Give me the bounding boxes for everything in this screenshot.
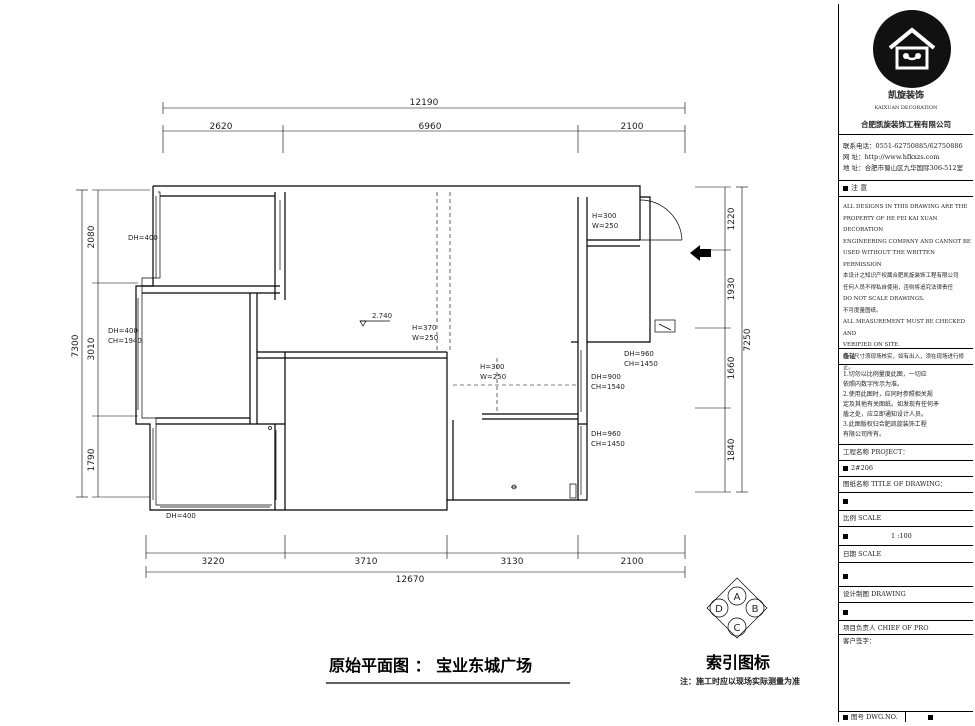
index-legend-title: 索引图标 xyxy=(706,653,770,672)
note-line: ALL DESIGNS IN THIS DRAWING ARE THE xyxy=(843,204,968,210)
scale-value-row: 1 :100 xyxy=(839,532,973,541)
index-legend-note: 注：施工时应以现场实际测量为准 xyxy=(680,676,800,686)
label-w250-b: W=250 xyxy=(592,222,618,230)
label-w250-c: W=250 xyxy=(480,373,506,381)
label-h300-b: H=300 xyxy=(480,363,505,371)
right-dimensions: 7250 1220 1930 1660 1840 xyxy=(695,186,753,493)
design-value xyxy=(839,608,973,617)
plan-title: 原始平面图 ： 宝业东城广场 xyxy=(329,656,532,675)
date-label: 日期 SCALE xyxy=(843,550,882,558)
dim-right-2: 1930 xyxy=(727,277,737,300)
notes-heading: 注 意 xyxy=(851,184,868,192)
label-dh960-b: DH=960 xyxy=(591,430,621,438)
top-dimensions: 12190 2620 6960 2100 xyxy=(162,98,686,153)
notes-block: ALL DESIGNS IN THIS DRAWING ARE THE PROP… xyxy=(839,202,973,375)
company-website: 网 址：http://www.hfkxzs.com xyxy=(843,153,940,161)
index-letter-b: B xyxy=(752,604,759,615)
drawing-no-row: 图号 DWG.NO. xyxy=(839,713,973,722)
dim-top-3: 2100 xyxy=(621,122,644,132)
drawing-title-value xyxy=(839,497,973,506)
dim-top-2: 6960 xyxy=(419,122,442,132)
note-line: VERIFIED ON SITE. xyxy=(843,342,900,348)
title-block: 凯旋装饰 KAIXUAN DECORATION 合肥凯旋装饰工程有限公司 联系电… xyxy=(838,4,973,722)
note-line: 任何人员不得私自使用，否则将追究法律责任 xyxy=(843,284,954,291)
dim-left-1: 2080 xyxy=(87,225,97,248)
label-dh900: DH=900 xyxy=(591,373,621,381)
room-labels: DH=400 DH=400 CH=1940 DH=400 2.740 H=370… xyxy=(108,212,658,520)
left-dimensions: 7300 2080 3010 1790 xyxy=(71,189,150,498)
dim-left-3: 1790 xyxy=(87,448,97,471)
client-label: 客户签字： xyxy=(843,637,876,645)
index-legend: A B C D 索引图标 注：施工时应以现场实际测量为准 xyxy=(680,577,800,686)
bottom-dimensions: 3220 3710 3130 2100 12670 xyxy=(145,535,686,585)
dim-bottom-2: 3710 xyxy=(355,557,378,567)
remark-line: 盾之处，应立即通知设计人员。 xyxy=(843,411,928,418)
label-dh400-b: DH=400 xyxy=(108,327,138,335)
entrance-arrow-icon xyxy=(690,245,711,261)
dim-top-1: 2620 xyxy=(210,122,233,132)
walls xyxy=(135,185,711,511)
dim-right-total: 7250 xyxy=(743,328,753,351)
drawing-no-label: 图号 DWG.NO. xyxy=(851,713,898,721)
remark-line: 1.切勿以比例量度此图，一切应 xyxy=(843,371,927,378)
dim-left-total: 7300 xyxy=(71,334,81,357)
project-label: 工程名称 PROJECT： xyxy=(843,448,909,456)
remark-line: 有限公司所有。 xyxy=(843,431,886,438)
note-line: 不可度量图纸。 xyxy=(843,307,882,314)
note-line: DO NOT SCALE DRAWINGS. xyxy=(843,296,925,302)
company-logo xyxy=(873,10,951,88)
label-h300-a: H=300 xyxy=(592,212,617,220)
remark-line: 依照内数字所示为准。 xyxy=(843,381,904,388)
label-elevation: 2.740 xyxy=(372,312,392,320)
label-dh400-c: DH=400 xyxy=(166,512,196,520)
index-letter-a: A xyxy=(734,592,741,603)
house-logo-icon xyxy=(888,27,936,70)
dim-right-1: 1220 xyxy=(727,207,737,230)
logo-text-cn: 凯旋装饰 xyxy=(887,91,924,101)
project-value-row: 2#206 xyxy=(839,464,973,473)
note-line: 本设计之知识产权属合肥凯旋装饰工程有限公司 xyxy=(843,273,959,279)
chief-label: 项目负责人 CHIEF OF PRO xyxy=(843,624,929,632)
notes-heading-row: 注 意 xyxy=(839,184,973,193)
remark-line: 定及其他有关图纸。如发现有任何矛 xyxy=(843,401,940,408)
label-w250-a: W=250 xyxy=(412,334,438,342)
index-letter-c: C xyxy=(734,623,741,634)
label-ch1540: CH=1540 xyxy=(591,383,625,391)
note-line: ENGINEERING COMPANY AND CANNOT BE xyxy=(843,238,971,245)
company-name: 合肥凯旋装饰工程有限公司 xyxy=(861,120,951,129)
label-h370: H=370 xyxy=(412,324,437,332)
date-value xyxy=(839,572,973,581)
remarks-block: 1.切勿以比例量度此图，一切应 依照内数字所示为准。 2.使用此图时，应同时参照… xyxy=(839,370,973,440)
dim-right-4: 1840 xyxy=(727,438,737,461)
index-letter-d: D xyxy=(715,604,723,615)
dim-bottom-1: 3220 xyxy=(202,557,225,567)
dim-bottom-3: 3130 xyxy=(501,557,524,567)
note-line: USED WITHOUT THE WRITTEN PERMISSION xyxy=(843,250,935,268)
company-phone: 联系电话：0551-62750885/62750886 xyxy=(843,142,963,150)
scale-label: 比例 SCALE xyxy=(843,514,882,522)
design-label: 设计制图 DRAWING xyxy=(843,590,906,598)
drawing-title-label: 图纸名称 TITLE OF DRAWING： xyxy=(843,480,947,488)
remark-line: 2.使用此图时，应同时参照相关规 xyxy=(843,391,933,398)
remarks-heading: 备注 xyxy=(843,352,856,360)
project-value: 2#206 xyxy=(851,464,873,472)
dim-bottom-total: 12670 xyxy=(396,575,425,585)
note-line: 所有尺寸须现场核实，如有出入，须在现场进行修正。 xyxy=(843,353,965,372)
dim-top-total: 12190 xyxy=(410,98,439,108)
label-ch1450-a: CH=1450 xyxy=(624,360,658,368)
label-dh400-a: DH=400 xyxy=(128,234,158,242)
note-line: ALL MEASUREMENT MUST BE CHECKED AND xyxy=(843,319,966,337)
dim-left-2: 3010 xyxy=(87,337,97,360)
floor-plan-drawing: 12190 2620 6960 2100 7300 2080 3010 1790… xyxy=(71,98,800,686)
company-address: 地 址：合肥市蜀山区九华国际306-512室 xyxy=(843,164,964,172)
dim-bottom-4: 2100 xyxy=(621,557,644,567)
scale-value: 1 :100 xyxy=(891,532,912,540)
label-ch1940: CH=1940 xyxy=(108,337,142,345)
note-line: PROPERTY OF HE FEI KAI XUAN DECORATION xyxy=(843,215,938,234)
dim-right-3: 1660 xyxy=(727,356,737,379)
label-ch1450-b: CH=1450 xyxy=(591,440,625,448)
remark-line: 3.此图版权归合肥凯旋装饰工程 xyxy=(843,421,927,428)
label-dh960-a: DH=960 xyxy=(624,350,654,358)
logo-text-en: KAIXUAN DECORATION xyxy=(874,105,938,111)
